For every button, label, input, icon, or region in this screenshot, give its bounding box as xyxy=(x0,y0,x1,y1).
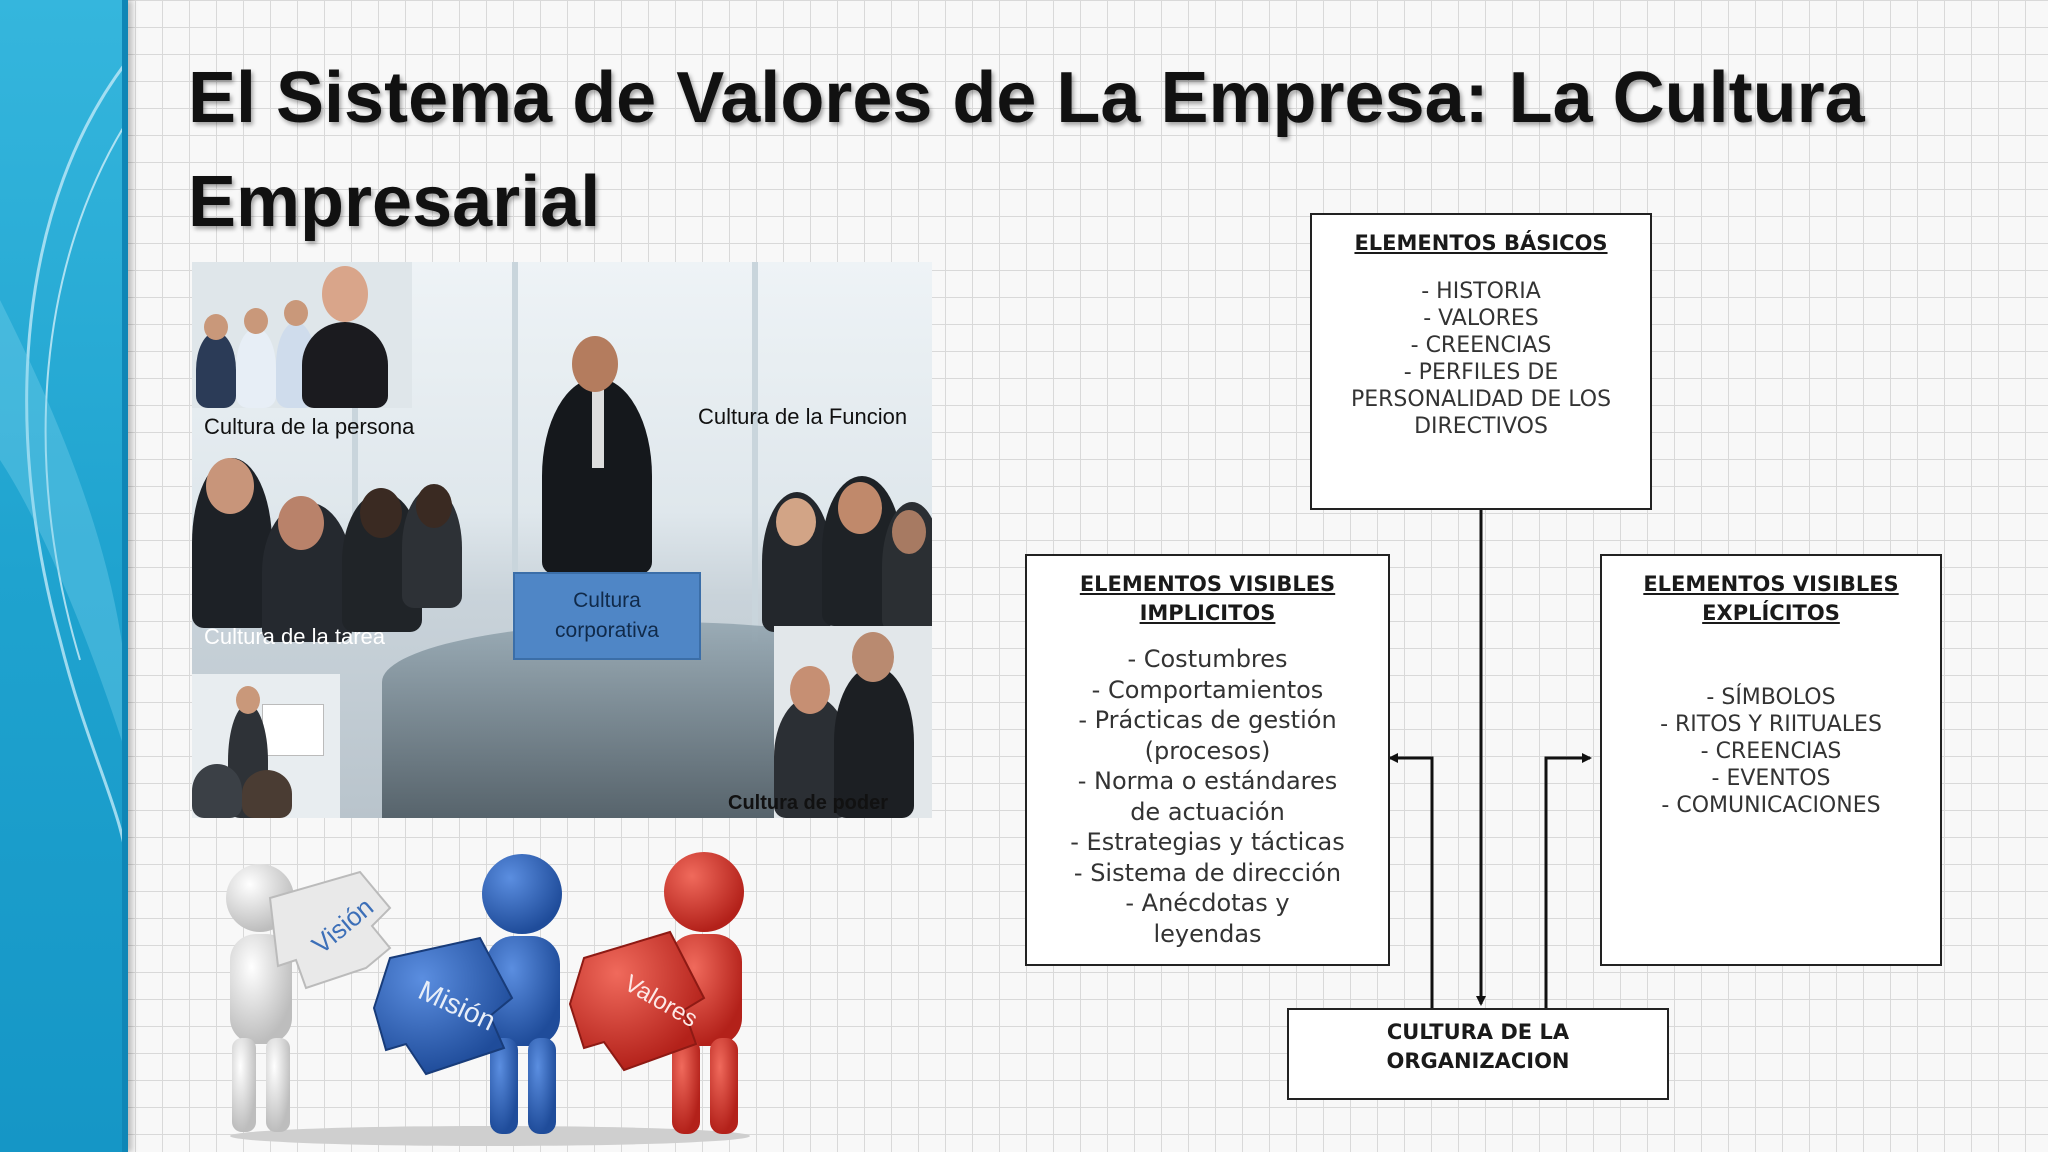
basicos-item: PERSONALIDAD DE LOS xyxy=(1350,387,1612,412)
explicitos-heading-line1: ELEMENTOS VISIBLES xyxy=(1643,572,1899,596)
person-head xyxy=(322,266,368,322)
implicitos-heading-line1: ELEMENTOS VISIBLES xyxy=(1079,572,1336,596)
implicitos-heading-line2: IMPLICITOS xyxy=(1139,601,1276,625)
persona-photo xyxy=(192,262,412,408)
label-cultura-funcion: Cultura de la Funcion xyxy=(698,404,908,429)
window-frame xyxy=(352,262,358,642)
person-head xyxy=(892,510,926,554)
label-cultura-poder: Cultura de poder xyxy=(728,792,889,814)
corporativa-line2: corporativa xyxy=(555,619,659,642)
vision-mision-valores-graphic: Visión Misión Valores xyxy=(200,848,780,1148)
puzzle-piece-vision xyxy=(268,870,392,990)
tarea-photo xyxy=(192,674,340,818)
implicitos-item: leyendas xyxy=(1153,919,1262,948)
cultura-line1: CULTURA DE LA xyxy=(1386,1020,1570,1044)
implicitos-item: - Sistema de dirección xyxy=(1073,858,1342,887)
shadow xyxy=(230,1126,750,1146)
basicos-list: - HISTORIA - VALORES - CREENCIAS - PERFI… xyxy=(1312,278,1650,440)
person-figure xyxy=(196,332,236,408)
corporativa-box: Cultura corporativa xyxy=(513,572,701,660)
cultura-line2: ORGANIZACION xyxy=(1386,1049,1570,1073)
person-figure xyxy=(302,322,388,408)
explicitos-item: - CREENCIAS xyxy=(1700,739,1842,764)
puzzle-figures-svg: Visión Misión Valores xyxy=(226,852,750,1146)
box-cultura-organizacion: CULTURA DE LA ORGANIZACION xyxy=(1287,1008,1669,1100)
explicitos-item: - EVENTOS xyxy=(1711,766,1831,791)
whiteboard xyxy=(262,704,324,756)
person-head xyxy=(278,496,324,550)
box-elementos-basicos: ELEMENTOS BÁSICOS - HISTORIA - VALORES -… xyxy=(1310,213,1652,510)
implicitos-item: - Estrategias y tácticas xyxy=(1070,828,1345,856)
explicitos-item: - COMUNICACIONES xyxy=(1661,793,1881,818)
person-head xyxy=(360,488,402,538)
white-figure: Visión xyxy=(226,864,392,1132)
basicos-item: - HISTORIA xyxy=(1421,279,1541,304)
person-head xyxy=(776,498,816,546)
puzzle-piece-valores xyxy=(568,930,706,1072)
presenter-head xyxy=(572,336,618,392)
person-head xyxy=(790,666,830,714)
box-elementos-explicitos: ELEMENTOS VISIBLES EXPLÍCITOS - SÍMBOLOS… xyxy=(1600,554,1942,966)
implicitos-item: de actuación xyxy=(1130,797,1285,826)
basicos-heading: ELEMENTOS BÁSICOS xyxy=(1354,231,1608,255)
slide-title: El Sistema de Valores de La Empresa: La … xyxy=(188,58,1865,242)
window-frame xyxy=(752,262,758,642)
explicitos-heading-line2: EXPLÍCITOS xyxy=(1702,601,1840,625)
person-head xyxy=(416,484,452,528)
person-head xyxy=(838,482,882,534)
arrow-cultura-to-explicitos xyxy=(1544,753,1592,1008)
person-head xyxy=(206,458,254,514)
red-figure: Valores xyxy=(568,852,744,1134)
culture-types-collage: Cultura de la persona Cultura de la Func… xyxy=(192,262,932,818)
person-head xyxy=(852,632,894,682)
explicitos-list: - SÍMBOLOS - RITOS Y RIITUALES - CREENCI… xyxy=(1602,684,1940,819)
person-figure xyxy=(192,764,242,818)
basicos-item: - VALORES xyxy=(1423,306,1539,331)
person-head xyxy=(236,686,260,714)
box-elementos-implicitos: ELEMENTOS VISIBLES IMPLICITOS - Costumbr… xyxy=(1025,554,1390,966)
sidebar-swoosh-graphic xyxy=(0,59,128,881)
blue-figure: Misión xyxy=(372,854,562,1134)
decorative-sidebar xyxy=(0,0,128,1152)
label-cultura-persona: Cultura de la persona xyxy=(204,414,415,439)
puzzle-piece-mision xyxy=(372,936,514,1076)
implicitos-item: - Comportamientos xyxy=(1091,675,1324,704)
implicitos-list: - Costumbres - Comportamientos - Práctic… xyxy=(1027,644,1388,949)
window-frame xyxy=(512,262,518,642)
implicitos-item: (procesos) xyxy=(1144,736,1271,765)
corporativa-line1: Cultura xyxy=(573,589,641,612)
implicitos-item: - Norma o estándares xyxy=(1077,767,1338,795)
person-figure xyxy=(242,770,292,818)
label-cultura-tarea: Cultura de la tarea xyxy=(204,624,385,649)
basicos-item: DIRECTIVOS xyxy=(1414,414,1548,439)
implicitos-item: - Prácticas de gestión xyxy=(1078,706,1337,734)
explicitos-item: - RITOS Y RIITUALES xyxy=(1660,712,1882,737)
presenter-tie xyxy=(592,388,604,468)
person-head xyxy=(204,314,228,340)
explicitos-item: - SÍMBOLOS xyxy=(1706,685,1836,710)
poder-photo xyxy=(774,626,932,818)
sidebar-edge xyxy=(122,0,128,1152)
person-head xyxy=(244,308,268,334)
arrow-cultura-to-implicitos xyxy=(1388,753,1434,1008)
implicitos-item: - Costumbres xyxy=(1127,645,1288,673)
basicos-item: - PERFILES DE xyxy=(1403,360,1559,385)
person-figure xyxy=(834,666,914,818)
implicitos-item: - Anécdotas y xyxy=(1125,889,1290,917)
person-figure xyxy=(236,328,276,408)
person-head xyxy=(284,300,308,326)
basicos-item: - CREENCIAS xyxy=(1410,333,1552,358)
